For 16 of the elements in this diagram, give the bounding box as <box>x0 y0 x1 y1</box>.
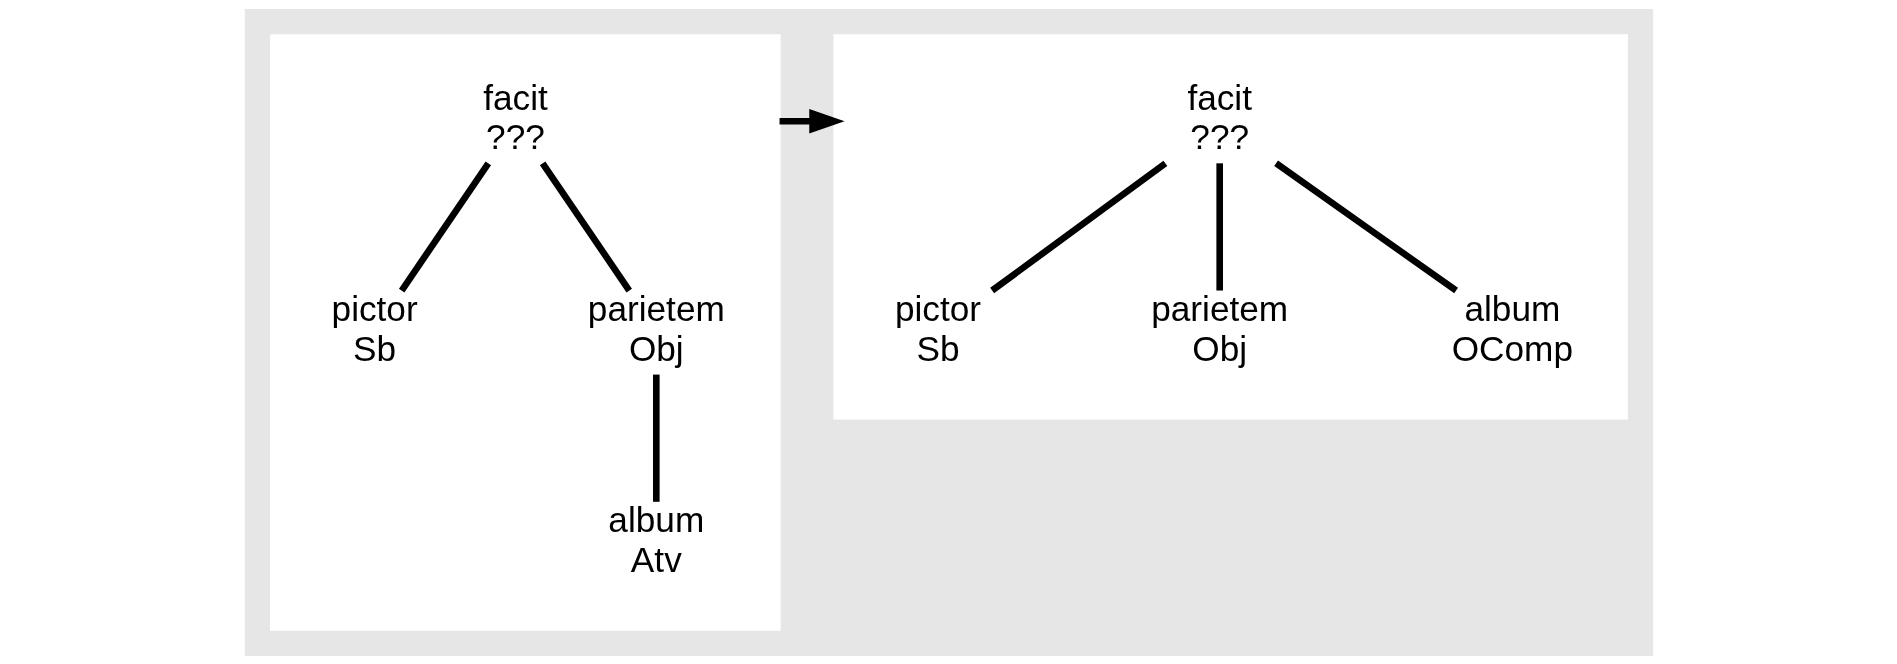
node-text: facit ??? <box>1186 77 1252 156</box>
connector <box>989 160 1167 293</box>
node-text: parietem Obj <box>1150 288 1288 368</box>
connector <box>398 160 491 292</box>
cluster <box>269 33 781 631</box>
connector <box>1273 160 1458 293</box>
node-text: album OComp <box>1451 288 1573 368</box>
arrow <box>779 108 845 134</box>
node-text: parietem Obj <box>587 288 725 368</box>
node-text: pictor Sb <box>894 288 981 368</box>
node-text: facit ??? <box>482 77 548 156</box>
cluster <box>832 33 1628 419</box>
node-text: pictor Sb <box>331 288 418 368</box>
node-text: album Atv <box>607 499 704 579</box>
connector <box>539 160 632 292</box>
connector <box>1215 162 1223 291</box>
